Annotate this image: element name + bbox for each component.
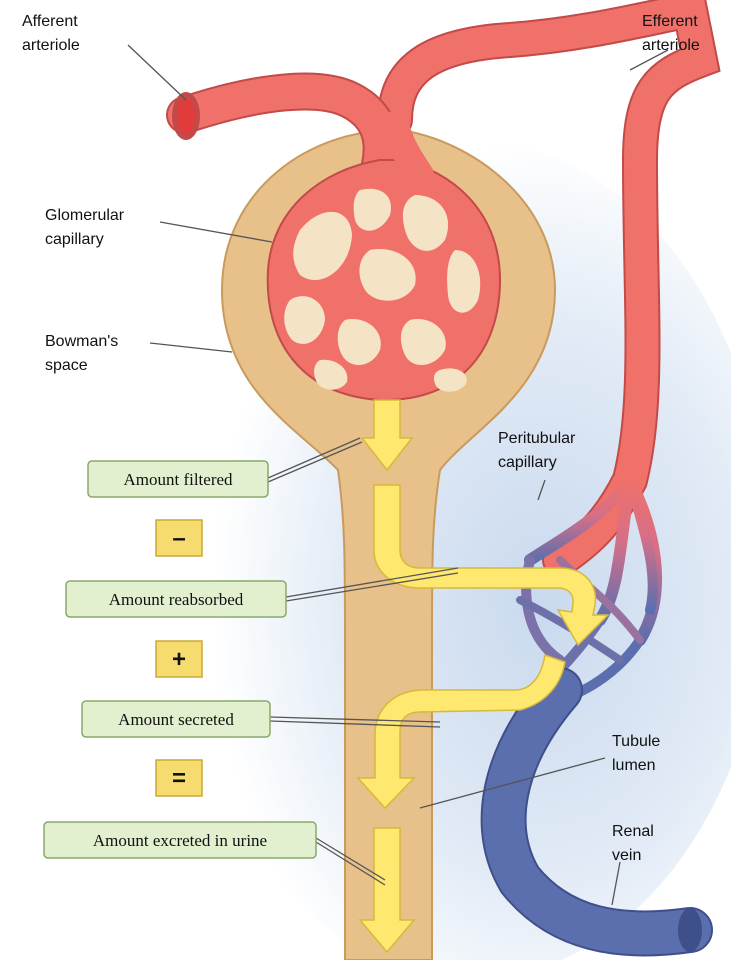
efferent-label-line2: arteriole [642, 37, 700, 54]
plus-sign: + [172, 646, 186, 673]
minus-sign: – [172, 525, 185, 552]
amount-reabsorbed-text: Amount reabsorbed [109, 590, 244, 609]
equals-sign: = [172, 765, 186, 792]
amount-excreted-text: Amount excreted in urine [93, 831, 267, 850]
amount-reabsorbed-box: Amount reabsorbed [66, 581, 286, 617]
minus-operator: – [156, 520, 202, 556]
amount-secreted-text: Amount secreted [118, 710, 234, 729]
plus-operator: + [156, 641, 202, 677]
efferent-label-line1: Efferent [642, 13, 698, 30]
amount-secreted-box: Amount secreted [82, 701, 270, 737]
equals-operator: = [156, 760, 202, 796]
glomerular-capillary [268, 160, 500, 400]
glomerular-label-line2: capillary [45, 231, 104, 248]
renal-label-line2: vein [612, 847, 641, 864]
afferent-label-line1: Afferent [22, 13, 78, 30]
peritubular-label-line1: Peritubular [498, 430, 576, 447]
afferent-label-line2: arteriole [22, 37, 80, 54]
bowmans-label-line2: space [45, 357, 88, 374]
glomerular-label-line1: Glomerular [45, 207, 125, 224]
renal-vein-opening [678, 908, 702, 952]
peritubular-label-line2: capillary [498, 454, 557, 471]
amount-filtered-text: Amount filtered [123, 470, 233, 489]
bowmans-label-line1: Bowman's [45, 333, 118, 350]
tubule-label-line2: lumen [612, 757, 656, 774]
renal-label-line1: Renal [612, 823, 654, 840]
tubule-label-line1: Tubule [612, 733, 660, 750]
amount-filtered-box: Amount filtered [88, 461, 268, 497]
amount-excreted-box: Amount excreted in urine [44, 822, 316, 858]
